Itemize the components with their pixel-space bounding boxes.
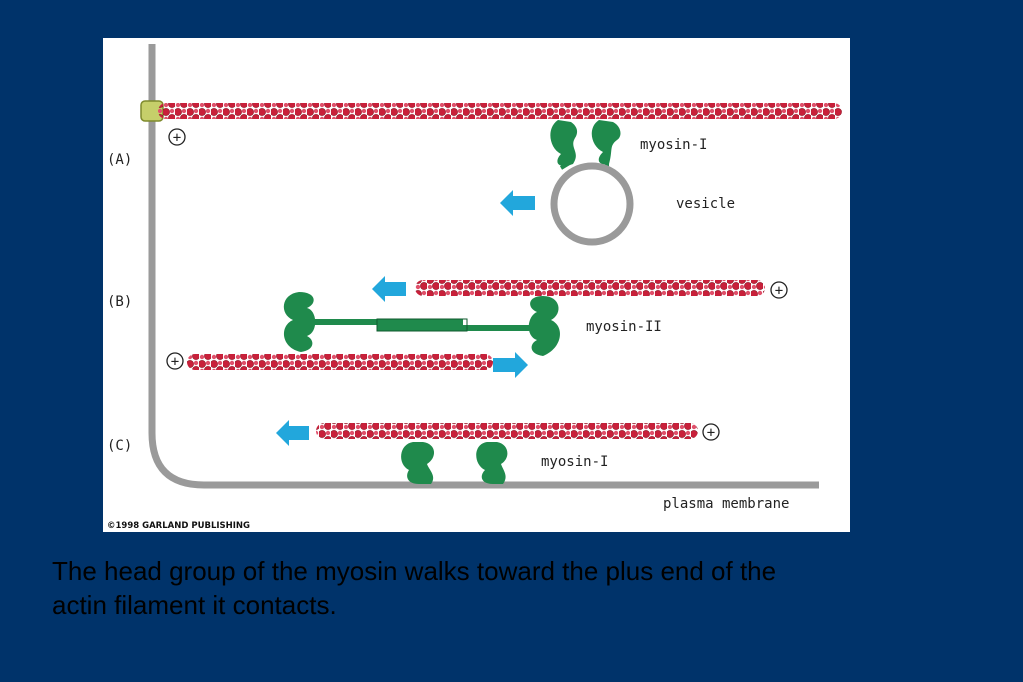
actin-filament-b-lower [187,354,493,370]
arrow-left-a [500,190,535,216]
plus-sign-b-upper: + [775,283,783,299]
myosin-i-head-c2 [476,442,508,484]
copyright-credit: ©1998 GARLAND PUBLISHING [107,521,250,531]
label-plasma-membrane: plasma membrane [663,496,789,512]
panel-label-c: (C) [107,438,132,454]
myosin-ii-head-right [528,296,561,356]
caption-line-1: The head group of the myosin walks towar… [52,556,777,586]
actin-filament-a [158,103,842,119]
vesicle [550,162,634,246]
actin-filament-c [316,423,698,439]
plus-end-marker-b-upper: + [770,281,788,299]
plus-sign-c: + [707,425,715,441]
label-myosin-ii: myosin-II [586,319,662,335]
panel-label-b: (B) [107,294,132,310]
myosin-i-head-a1 [550,120,578,166]
plus-sign-a: + [173,130,181,146]
plus-end-marker-b-lower: + [166,352,184,370]
panel-label-a: (A) [107,152,132,168]
myosin-i-head-c1 [401,442,435,484]
myosin-i-head-a2 [591,120,621,165]
myosin-ii-head-left [283,292,316,352]
arrow-left-c [276,420,309,446]
diagram-canvas: + myosin-I vesicle + + [107,44,842,531]
label-myosin-i-a: myosin-I [640,137,707,153]
plus-end-marker-a: + [168,128,186,146]
arrow-right-b [493,352,528,378]
plus-sign-b-lower: + [171,354,179,370]
caption-line-2: actin filament it contacts. [52,590,337,620]
myosin-ii-filament [303,318,533,332]
myosin-i-tail-a1 [559,160,573,170]
myosin-diagram: + myosin-I vesicle + + [103,38,850,532]
label-vesicle: vesicle [676,196,735,212]
label-myosin-i-c: myosin-I [541,454,608,470]
arrow-left-b [372,276,406,302]
plasma-membrane [148,44,819,489]
caption: The head group of the myosin walks towar… [52,554,952,622]
plus-end-marker-c: + [702,423,720,441]
actin-filament-b-upper [415,280,765,296]
